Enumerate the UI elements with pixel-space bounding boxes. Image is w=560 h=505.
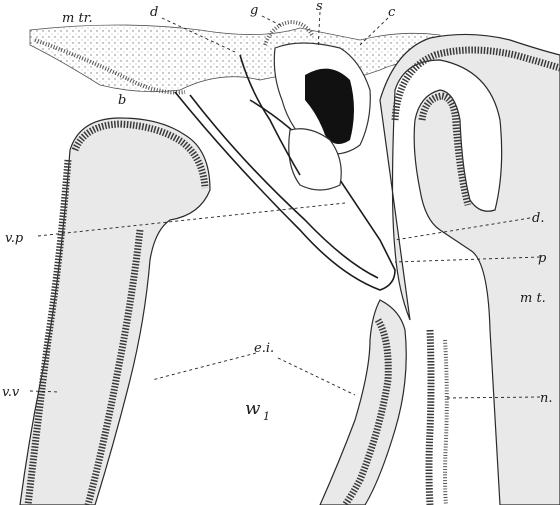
nerve-cord [429,330,431,505]
nerve-cord-2 [445,340,447,505]
label-vv: v.v [2,385,20,400]
label-w1-sub: 1 [263,410,270,423]
right-fold [380,34,560,505]
label-n: n. [540,391,553,406]
label-mt: m t. [520,291,546,306]
label-ei: e.i. [254,341,274,356]
leader-g [262,16,282,26]
label-w1: w [245,398,261,419]
label-d-top: d [150,5,158,20]
left-lobe [20,118,210,505]
mantle-tissue-band [30,25,440,92]
leader-ei-right [278,358,355,395]
label-g: g [250,3,258,18]
label-s: s [316,0,323,14]
label-b: b [118,93,126,108]
leader-ei-left [152,353,256,380]
label-p: p [538,251,547,266]
label-d-right: d. [532,211,544,226]
label-vp: v.p [5,231,24,246]
label-mtr: m tr. [62,11,93,26]
label-c: c [388,5,396,20]
